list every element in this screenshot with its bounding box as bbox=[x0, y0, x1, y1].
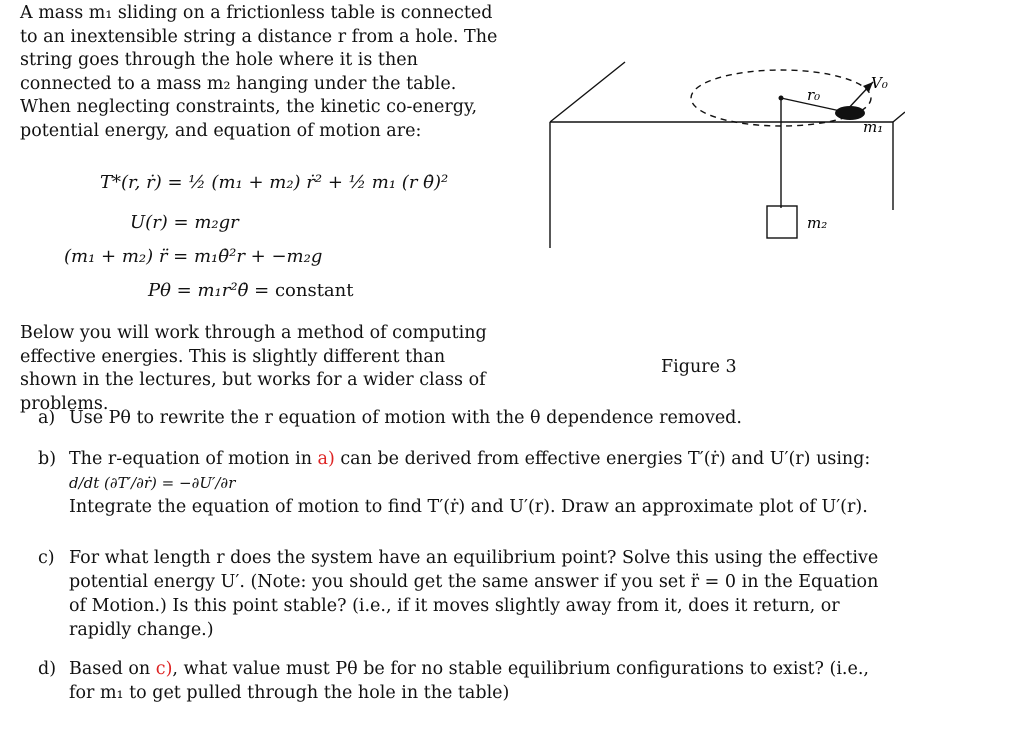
label-r0: r₀ bbox=[807, 86, 820, 104]
table-edge-right bbox=[550, 121, 894, 210]
question-d-ref-c[interactable]: c) bbox=[155, 659, 173, 679]
hole-icon bbox=[778, 95, 784, 101]
question-c-label: c) bbox=[38, 548, 55, 568]
table-edge-back-left bbox=[549, 61, 626, 123]
potential-energy-equation: U(r) = m₂gr bbox=[130, 212, 239, 233]
equations-block: T*(r, ṙ) = ½ (m₁ + m₂) ṙ² + ½ m₁ (r θ̇)²… bbox=[0, 150, 520, 310]
momentum-lhs: Pθ = m₁r²θ̇ = bbox=[148, 280, 275, 301]
question-d-pre: Based on bbox=[69, 659, 156, 679]
question-b-line1-pre: The r-equation of motion in bbox=[69, 449, 318, 469]
figure-caption: Figure 3 bbox=[661, 357, 737, 377]
question-b-formula: d/dt (∂T′/∂ṙ) = −∂U′/∂r bbox=[69, 474, 236, 492]
label-m2: m₂ bbox=[807, 214, 827, 232]
intro-paragraph: A mass m₁ sliding on a frictionless tabl… bbox=[20, 3, 498, 141]
question-b-label: b) bbox=[38, 449, 57, 469]
table-edge-back-right bbox=[892, 111, 905, 123]
equation-of-motion: (m₁ + m₂) r̈ = m₁θ̇²r + −m₂g bbox=[64, 246, 323, 267]
string-top bbox=[780, 97, 846, 113]
question-d-label: d) bbox=[38, 659, 57, 679]
question-b-line3: Integrate the equation of motion to find… bbox=[69, 497, 868, 517]
mass-m1-puck bbox=[835, 106, 865, 120]
question-a-text: Use Pθ to rewrite the r equation of moti… bbox=[69, 408, 742, 428]
question-b-line1-post: can be derived from effective energies T… bbox=[334, 449, 871, 469]
momentum-constant: constant bbox=[274, 280, 354, 301]
question-c-text: For what length r does the system have a… bbox=[69, 548, 879, 640]
question-b-ref-a[interactable]: a) bbox=[317, 449, 335, 469]
momentum-equation: Pθ = m₁r²θ̇ = constant bbox=[148, 280, 354, 301]
kinetic-coenergy-equation: T*(r, ṙ) = ½ (m₁ + m₂) ṙ² + ½ m₁ (r θ̇)² bbox=[100, 172, 449, 193]
question-d-body: Based on c), what value must Pθ be for n… bbox=[69, 657, 884, 705]
label-v0: V₀ bbox=[871, 74, 888, 92]
method-paragraph: Below you will work through a method of … bbox=[20, 323, 487, 414]
arrow-head-icon bbox=[863, 82, 873, 92]
mass-m2-block bbox=[766, 205, 798, 239]
label-m1: m₁ bbox=[863, 118, 883, 136]
question-d-post: , what value must Pθ be for no stable eq… bbox=[69, 659, 869, 703]
question-b-body: The r-equation of motion in a) can be de… bbox=[69, 447, 884, 519]
table-figure: r₀ V₀ m₁ m₂ bbox=[549, 61, 905, 248]
question-a-label: a) bbox=[38, 408, 56, 428]
